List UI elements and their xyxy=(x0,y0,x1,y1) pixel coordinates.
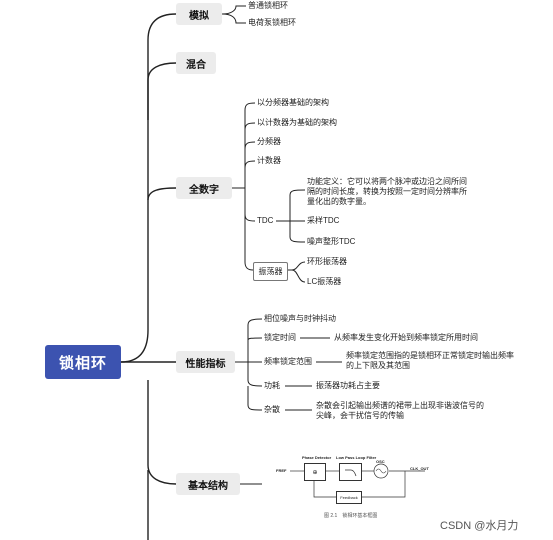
feedback-label: Feedback xyxy=(340,495,358,500)
digital-item[interactable]: 分频器 xyxy=(257,137,281,146)
osc-label: OSC xyxy=(376,459,385,464)
performance-item[interactable]: 相位噪声与时钟抖动 xyxy=(264,314,336,323)
oscillator-node[interactable]: 振荡器 xyxy=(253,262,288,281)
performance-detail: 杂散会引起输出频谱的裙带上出现非谐波信号的尖峰，会干扰信号的传输 xyxy=(316,401,484,420)
digital-item[interactable]: 以分频器基础的架构 xyxy=(257,98,329,107)
tdc-definition: 功能定义：它可以将两个脉冲或边沿之间所间隔的时间长度，转换为按照一定时间分辨率所… xyxy=(307,177,467,206)
branch-analog[interactable]: 模拟 xyxy=(176,3,222,25)
performance-item[interactable]: 杂散 xyxy=(264,405,280,414)
lpf-label: Low Pass Loop Filter xyxy=(336,455,377,460)
pd-label: Phase Detector xyxy=(302,455,332,460)
lowpass-icon xyxy=(344,469,356,477)
branch-digital[interactable]: 全数字 xyxy=(176,177,232,199)
analog-item[interactable]: 电荷泵锁相环 xyxy=(248,18,296,27)
sine-icon xyxy=(375,468,387,474)
digital-item[interactable]: 以计数器为基础的架构 xyxy=(257,118,337,127)
tdc-item[interactable]: 噪声整形TDC xyxy=(307,237,356,246)
performance-item[interactable]: 功耗 xyxy=(264,381,280,390)
oscillator-item[interactable]: 环形振荡器 xyxy=(307,257,347,266)
branch-hybrid[interactable]: 混合 xyxy=(176,52,216,74)
tdc-node[interactable]: TDC xyxy=(257,216,274,225)
fref-label: FREF xyxy=(276,468,287,473)
feedback-block: Feedback xyxy=(336,491,362,504)
digital-item[interactable]: 计数器 xyxy=(257,156,281,165)
phase-detector-block: ⊕ xyxy=(304,463,326,481)
performance-item[interactable]: 频率锁定范围 xyxy=(264,357,312,366)
loop-filter-block xyxy=(339,463,362,481)
clkout-label: CLK_OUT xyxy=(410,466,429,471)
pll-block-diagram-lines xyxy=(290,470,425,498)
analog-item[interactable]: 普通锁相环 xyxy=(248,1,288,10)
performance-detail: 从频率发生变化开始到频率锁定所用时间 xyxy=(334,333,478,342)
root-node[interactable]: 锁相环 xyxy=(45,345,121,379)
branch-structure[interactable]: 基本结构 xyxy=(176,473,240,495)
oscillator-item[interactable]: LC振荡器 xyxy=(307,277,342,286)
watermark: CSDN @水月力 xyxy=(440,520,519,532)
performance-detail: 振荡器功耗占主要 xyxy=(316,381,380,390)
branch-performance[interactable]: 性能指标 xyxy=(176,351,235,373)
performance-detail: 频率锁定范围指的是锁相环正常锁定时输出频率的上下限及其范围 xyxy=(346,351,514,370)
diagram-caption: 图 2.1 锁相环基本框图 xyxy=(324,513,378,519)
tdc-item[interactable]: 采样TDC xyxy=(307,216,340,225)
performance-item[interactable]: 锁定时间 xyxy=(264,333,296,342)
